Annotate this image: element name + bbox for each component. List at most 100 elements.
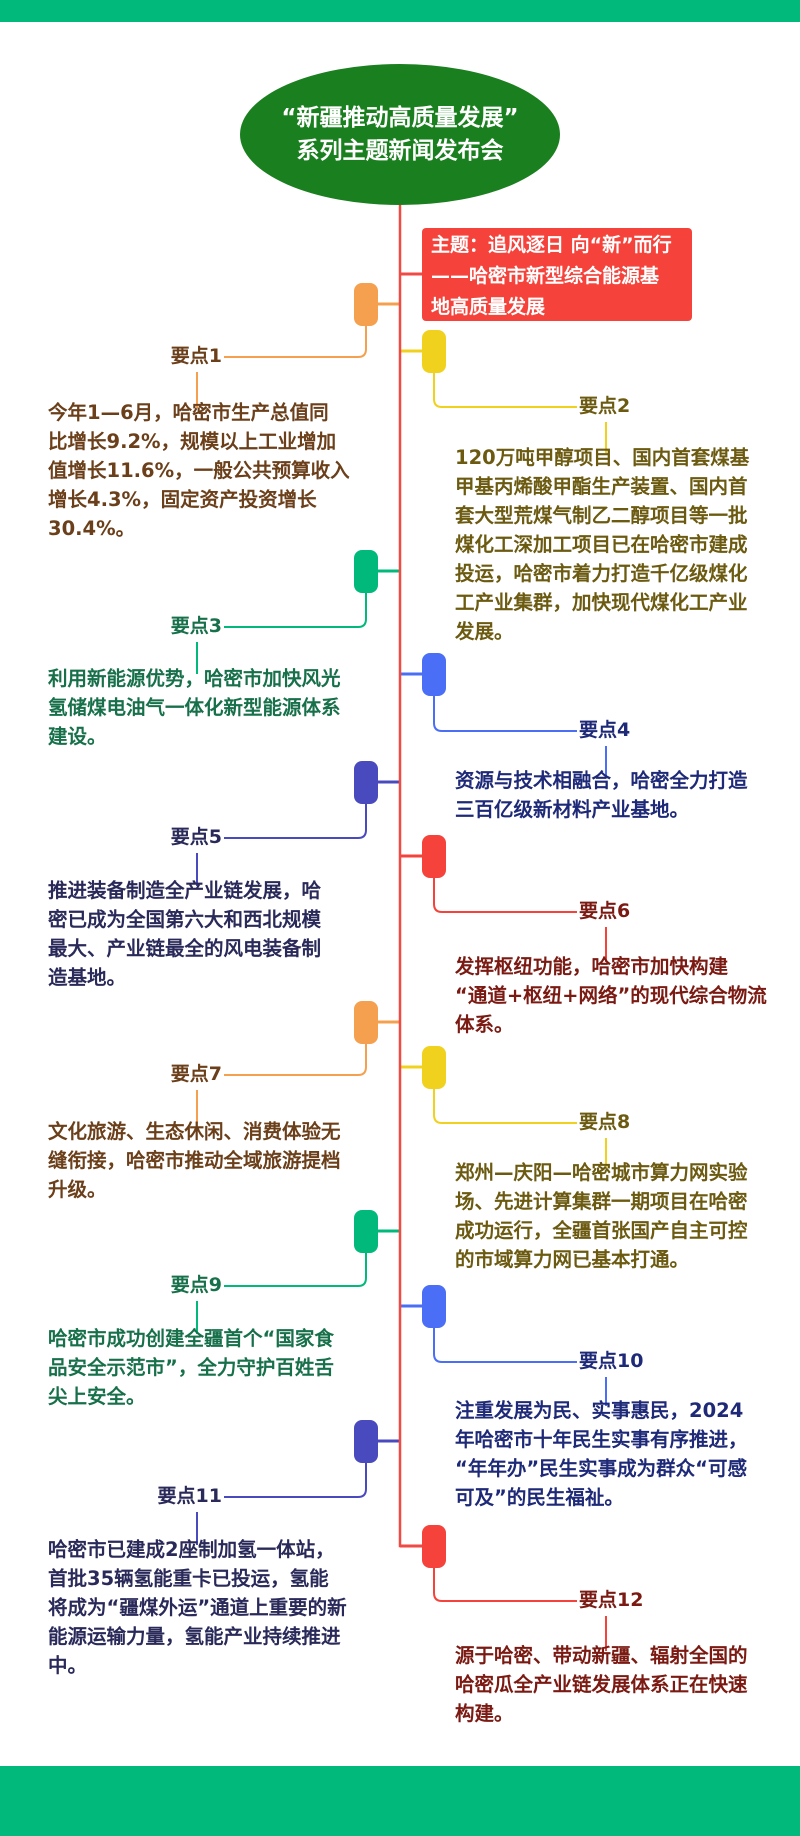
text-line: 成功运行，全疆首张国产自主可控 (455, 1219, 748, 1242)
point-marker-2 (422, 330, 446, 373)
text-line: 密已成为全国第六大和西北规模 (48, 908, 322, 931)
text-line: 哈密市已建成2座制加氢一体站， (48, 1538, 335, 1561)
text-line: 套大型荒煤气制乙二醇项目等一批 (455, 504, 748, 527)
point-label-7: 要点7 (170, 1063, 222, 1085)
text-line: 三百亿级新材料产业基地。 (455, 798, 690, 821)
text-line: 尖上安全。 (48, 1385, 146, 1408)
top-banner (0, 0, 800, 22)
point-text-12: 源于哈密、带动新疆、辐射全国的哈密瓜全产业链发展体系正在快速构建。 (455, 1641, 748, 1728)
point-marker-9 (354, 1210, 378, 1253)
title-line-2: 系列主题新闻发布会 (296, 137, 504, 164)
point-text-10: 注重发展为民、实事惠民，2024 年哈密市十年民生实事有序推进， “年年办”民生实事… (455, 1396, 748, 1512)
point-text-9: 哈密市成功创建全疆首个“国家食品安全示范市”，全力守护百姓舌尖上安全。 (48, 1324, 334, 1411)
text-line: 工产业集群，加快现代煤化工产业 (455, 591, 748, 614)
text-line: 建设。 (48, 725, 107, 748)
point-marker-5 (354, 761, 378, 804)
text-line: 年哈密市十年民生实事有序推进， (455, 1428, 748, 1451)
elbow-line (224, 1253, 367, 1287)
text-line: 增长4.3%，固定资产投资增长 (48, 488, 317, 511)
spine-line (398, 205, 422, 1548)
text-line: 文化旅游、生态休闲、消费体验无 (48, 1120, 341, 1143)
point-marker-7 (354, 1001, 378, 1044)
point-label-10: 要点10 (579, 1350, 644, 1372)
point-text-4: 资源与技术相融合，哈密全力打造三百亿级新材料产业基地。 (455, 766, 748, 824)
elbow-line (224, 326, 367, 358)
point-text-8: 郑州—庆阳—哈密城市算力网实验场、先进计算集群一期项目在哈密成功运行，全疆首张国… (455, 1158, 748, 1274)
text-line: 发挥枢纽功能，哈密市加快构建 (455, 955, 729, 978)
point-marker-4 (422, 653, 446, 696)
point-text-7: 文化旅游、生态休闲、消费体验无缝衔接，哈密市推动全域旅游提档升级。 (48, 1117, 341, 1204)
point-text-6: 发挥枢纽功能，哈密市加快构建 “通道+枢纽+网络”的现代综合物流体系。 (455, 952, 767, 1039)
title-ellipse: “新疆推动高质量发展” 系列主题新闻发布会 (240, 64, 560, 205)
elbow-line (433, 1328, 577, 1363)
title-line-1: “新疆推动高质量发展” (281, 104, 519, 131)
text-line: 场、先进计算集群一期项目在哈密 (455, 1190, 748, 1213)
point-text-3: 利用新能源优势，哈密市加快风光氢储煤电油气一体化新型能源体系建设。 (48, 664, 341, 751)
text-line: 资源与技术相融合，哈密全力打造 (455, 769, 748, 792)
text-line: “通道+枢纽+网络”的现代综合物流 (455, 984, 767, 1007)
text-line: 体系。 (455, 1013, 514, 1036)
topic-line: 主题：追风逐日 向“新”而行 (431, 234, 672, 256)
text-line: 投运，哈密市着力打造千亿级煤化 (455, 562, 748, 585)
text-line: 今年1—6月，哈密市生产总值同 (48, 401, 329, 424)
text-line: “年年办”民生实事成为群众“可感 (455, 1457, 747, 1480)
point-text-11: 哈密市已建成2座制加氢一体站， 首批35辆氢能重卡已投运，氢能将成为“疆煤外运”通… (48, 1535, 347, 1680)
point-label-2: 要点2 (579, 395, 631, 417)
text-line: 30.4%。 (48, 517, 136, 540)
text-line: 比增长9.2%，规模以上工业增加 (48, 430, 337, 453)
elbow-line (433, 1568, 577, 1602)
point-text-1: 今年1—6月，哈密市生产总值同比增长9.2%，规模以上工业增加值增长11.6%，… (48, 398, 350, 543)
text-line: 构建。 (455, 1702, 514, 1725)
text-line: 将成为“疆煤外运”通道上重要的新 (48, 1596, 347, 1619)
topic-line: ——哈密市新型综合能源基 (431, 265, 660, 287)
point-label-12: 要点12 (579, 1589, 644, 1611)
text-line: 郑州—庆阳—哈密城市算力网实验 (455, 1161, 748, 1184)
elbow-line (433, 373, 577, 408)
text-line: 缝衔接，哈密市推动全域旅游提档 (48, 1149, 341, 1172)
text-line: 首批35辆氢能重卡已投运，氢能 (48, 1567, 329, 1590)
point-marker-11 (354, 1420, 378, 1463)
point-marker-8 (422, 1046, 446, 1089)
text-line: 注重发展为民、实事惠民，2024 (455, 1399, 744, 1422)
point-label-5: 要点5 (170, 826, 222, 848)
point-label-3: 要点3 (170, 615, 222, 637)
text-line: 最大、产业链最全的风电装备制 (48, 937, 322, 960)
text-line: 120万吨甲醇项目、国内首套煤基 (455, 446, 750, 469)
text-line: 发展。 (455, 620, 514, 643)
topic-line: 地高质量发展 (431, 296, 546, 318)
text-line: 煤化工深加工项目已在哈密市建成 (455, 533, 748, 556)
point-label-8: 要点8 (579, 1111, 631, 1133)
elbow-line (224, 804, 367, 839)
text-line: 升级。 (48, 1178, 107, 1201)
elbow-line (433, 878, 577, 913)
text-line: 哈密市成功创建全疆首个“国家食 (48, 1327, 334, 1350)
point-label-1: 要点1 (170, 345, 222, 367)
text-line: 氢储煤电油气一体化新型能源体系 (48, 696, 341, 719)
elbow-line (433, 1089, 577, 1124)
point-marker-6 (422, 835, 446, 878)
elbow-line (224, 1463, 367, 1498)
elbow-line (433, 696, 577, 732)
text-line: 的市域算力网已基本打通。 (455, 1248, 690, 1271)
elbow-line (224, 1044, 367, 1076)
point-label-6: 要点6 (579, 900, 631, 922)
text-line: 源于哈密、带动新疆、辐射全国的 (455, 1644, 748, 1667)
text-line: 利用新能源优势，哈密市加快风光 (48, 667, 341, 690)
point-marker-12 (422, 1525, 446, 1568)
point-text-2: 120万吨甲醇项目、国内首套煤基甲基丙烯酸甲酯生产装置、国内首套大型荒煤气制乙二… (455, 443, 749, 646)
text-line: 中。 (48, 1654, 88, 1677)
point-label-11: 要点11 (157, 1485, 222, 1507)
point-label-4: 要点4 (579, 719, 631, 741)
point-text-5: 推进装备制造全产业链发展，哈密已成为全国第六大和西北规模最大、产业链最全的风电装… (48, 876, 321, 992)
point-marker-10 (422, 1285, 446, 1328)
bottom-banner (0, 1766, 800, 1836)
text-line: 甲基丙烯酸甲酯生产装置、国内首 (455, 475, 748, 498)
point-label-9: 要点9 (170, 1274, 222, 1296)
point-marker-3 (354, 550, 378, 593)
elbow-line (224, 593, 367, 628)
text-line: 可及”的民生福祉。 (455, 1486, 624, 1509)
text-line: 品安全示范市”，全力守护百姓舌 (48, 1356, 334, 1379)
text-line: 推进装备制造全产业链发展，哈 (48, 879, 322, 902)
text-line: 能源运输力量，氢能产业持续推进 (48, 1625, 341, 1648)
